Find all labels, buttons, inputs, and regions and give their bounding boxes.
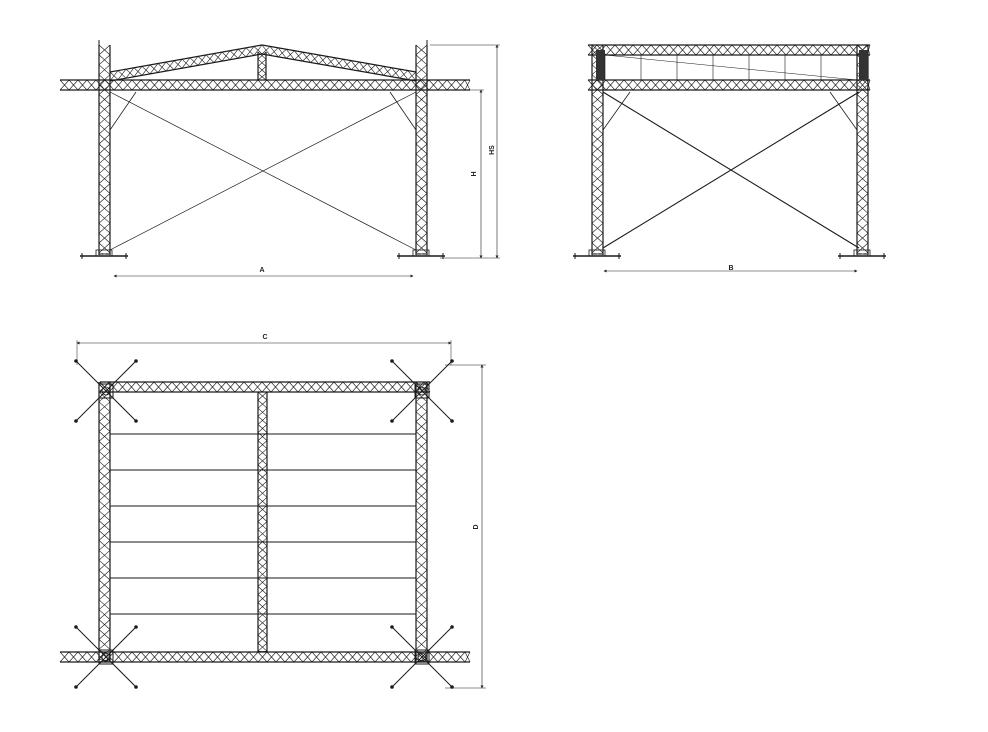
dimension-label-hs: HS (489, 145, 496, 155)
plan-bottom-edge-truss (59, 651, 471, 663)
knee-brace (829, 91, 858, 131)
plan-outrigger-top-right (390, 359, 454, 423)
left-tower-truss (98, 44, 111, 256)
left-base-plate (80, 249, 128, 259)
side-left-hoist-block (596, 50, 605, 80)
side-elevation-view (573, 44, 886, 273)
plan-outrigger-top-left (74, 359, 138, 423)
dimension-label-b: B (728, 265, 733, 272)
dimension-label-a: A (259, 267, 264, 274)
ridge-post-truss (257, 51, 267, 81)
plan-view (59, 340, 486, 689)
plan-top-edge-truss (99, 381, 431, 393)
plan-outrigger-bottom-right (390, 625, 454, 689)
side-top-beam-truss (587, 44, 871, 56)
plan-outrigger-bottom-left (74, 625, 138, 689)
front-main-beam-truss (59, 79, 471, 91)
right-base-plate (397, 249, 445, 259)
knee-brace (109, 91, 137, 131)
knee-brace (602, 91, 631, 131)
plan-right-edge-truss (415, 381, 428, 663)
right-roof-truss (261, 44, 417, 82)
side-right-base-plate (838, 249, 886, 259)
left-roof-truss (109, 44, 263, 82)
side-left-base-plate (573, 249, 621, 259)
plan-left-edge-truss (98, 381, 111, 663)
side-roof-line (604, 54, 858, 81)
front-cross-brace (109, 91, 417, 251)
plan-center-ridge-truss (257, 391, 268, 653)
side-main-beam-truss (587, 79, 871, 91)
front-elevation-view (59, 40, 500, 278)
dimension-label-h: H (471, 171, 478, 176)
dimension-label-c: C (262, 334, 267, 341)
side-right-hoist-block (859, 50, 868, 80)
side-cross-brace (602, 91, 860, 249)
dimension-label-d: D (473, 524, 480, 529)
knee-brace (389, 91, 417, 131)
right-tower-truss (415, 44, 428, 256)
